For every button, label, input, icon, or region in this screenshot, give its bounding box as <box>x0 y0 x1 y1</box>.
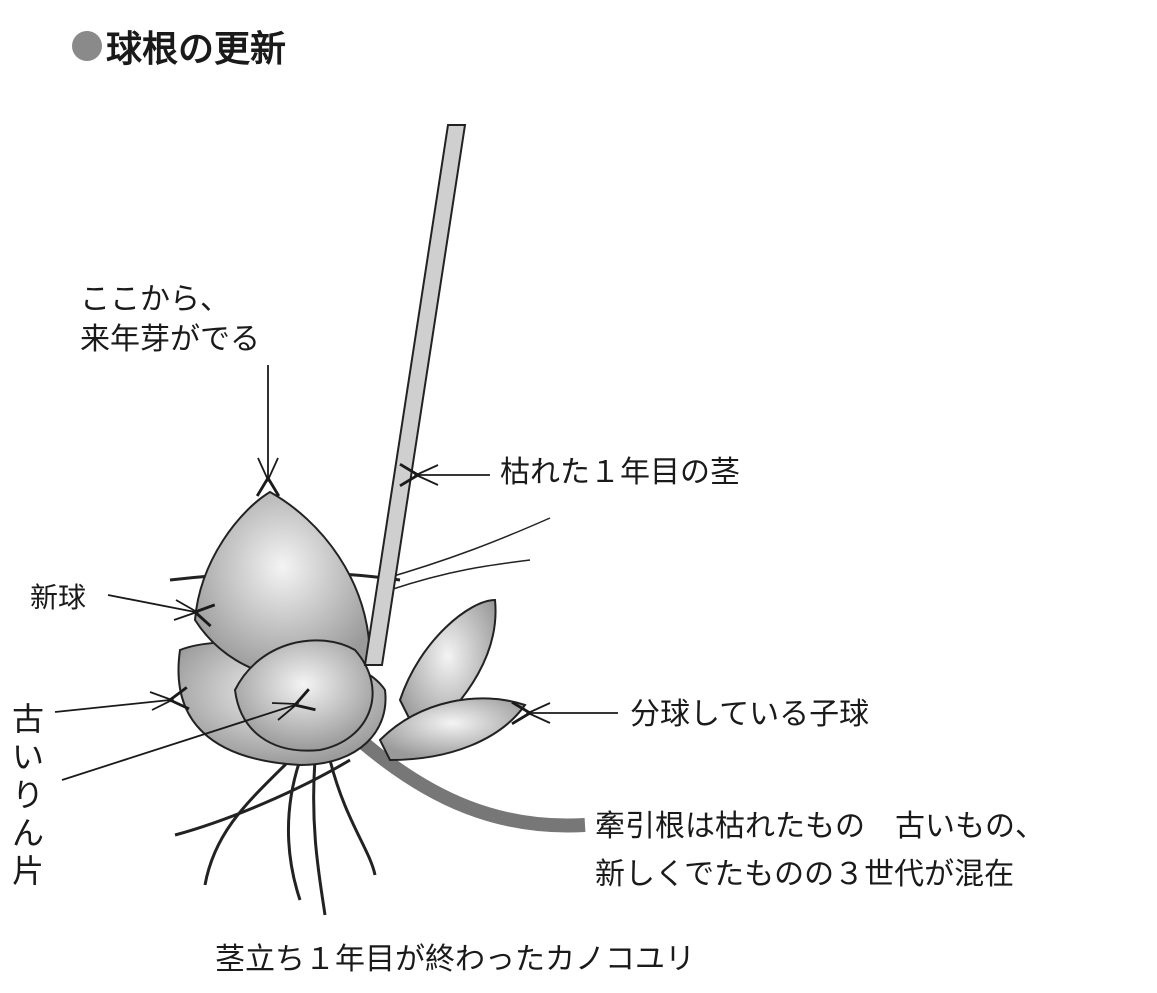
label-bud-line2: 来年芽がでる <box>80 322 260 357</box>
title-text: 球根の更新 <box>106 29 287 70</box>
label-stem: 枯れた１年目の茎 <box>500 455 740 490</box>
arrows <box>54 365 618 781</box>
bullet-dot-icon <box>72 31 102 61</box>
label-new-bulb: 新球 <box>30 581 87 614</box>
new-bulb <box>177 490 387 767</box>
label-old-scale: 古いりん片 <box>11 700 44 890</box>
arrowheads <box>149 457 551 724</box>
dead-stem <box>363 124 467 666</box>
section-title: 球根の更新 <box>72 20 286 72</box>
label-bud-line1: ここから、 <box>80 282 230 317</box>
daughter-bulb <box>378 598 527 762</box>
label-roots-line1: 牽引根は枯れたもの 古いもの、 <box>595 809 1045 844</box>
figure-caption: 茎立ち１年目が終わったカノコユリ <box>215 942 695 977</box>
label-roots-line2: 新しくでたものの３世代が混在 <box>595 857 1015 892</box>
label-daughter-bulb: 分球している子球 <box>630 697 870 732</box>
